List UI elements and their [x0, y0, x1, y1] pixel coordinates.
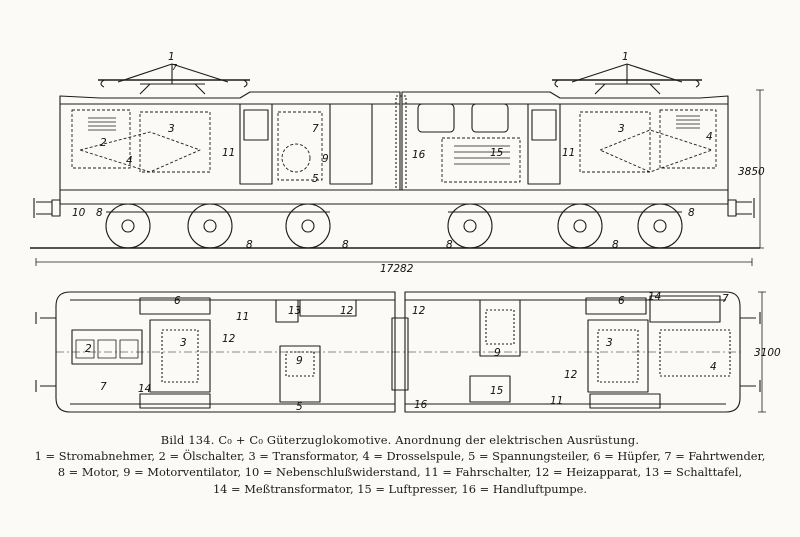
legend-item: 3 = Transformator,: [248, 449, 359, 464]
callout-5-plan: 5: [296, 401, 303, 413]
callout-1-left-sub: 7: [172, 63, 178, 72]
callout-12-plan-a: 12: [222, 333, 236, 345]
callout-8-side-c: 8: [342, 239, 349, 251]
callout-15-side: 15: [490, 147, 504, 159]
callout-9-plan-left: 9: [296, 355, 303, 367]
callout-8-side-f: 8: [688, 207, 695, 219]
callout-6-plan-right: 6: [618, 295, 625, 307]
callout-1-right: 1: [622, 51, 629, 63]
cab-door-left: [239, 103, 273, 185]
dimension-height: 3850: [738, 166, 765, 178]
callout-16-side: 16: [412, 149, 426, 161]
legend-item: 7 = Fahrtwender,: [664, 449, 766, 464]
legend-item: 10 = Nebenschlußwiderstand,: [244, 465, 421, 480]
callout-13-plan: 13: [288, 305, 301, 317]
callout-2-side: 2: [100, 137, 107, 149]
callout-12-plan-c: 12: [412, 305, 426, 317]
callout-14-plan-left: 14: [138, 383, 151, 395]
callout-11-plan-left: 11: [236, 311, 249, 323]
legend-item: 8 = Motor,: [57, 465, 120, 480]
wheels-right-bogie: [447, 203, 683, 249]
callout-12-plan-d: 12: [564, 369, 578, 381]
callout-12-plan-b: 12: [340, 305, 354, 317]
callout-8-side-e: 8: [612, 239, 619, 251]
callout-8-side-d: 8: [446, 239, 453, 251]
legend-item: 12 = Heizapparat,: [534, 465, 642, 480]
callout-9-plan-right: 9: [494, 347, 501, 359]
plan-view: [35, 291, 766, 413]
callout-3-plan-left: 3: [180, 337, 187, 349]
caption-title: Bild 134. C₀ + C₀ Güterzuglokomotive. An…: [160, 433, 640, 447]
legend-item: 6 = Hüpfer,: [593, 449, 661, 464]
callout-16-plan: 16: [414, 399, 428, 411]
callout-3-side-right: 3: [618, 123, 625, 135]
cab-door-right: [527, 103, 561, 185]
callout-11-plan-right: 11: [550, 395, 563, 407]
callout-11-side-left: 11: [222, 147, 235, 159]
legend-item: 5 = Spannungsteiler,: [468, 449, 590, 464]
body-right-half: [401, 91, 729, 191]
callout-7-plan-left: 7: [100, 381, 107, 393]
legend-item: 13 = Schalttafel,: [644, 465, 743, 480]
dimension-width: 3100: [754, 347, 781, 359]
plan-right-half: [404, 291, 741, 413]
callout-4-side-right: 4: [706, 131, 713, 143]
callout-11-side-right: 11: [562, 147, 575, 159]
callout-7-plan-right: 7: [722, 293, 729, 305]
callout-10-side: 10: [72, 207, 86, 219]
legend-item: 9 = Motorventilator,: [123, 465, 242, 480]
legend-item: 2 = Ölschalter,: [158, 449, 245, 464]
callout-14-plan-right: 14: [648, 291, 661, 303]
caption-legend: 1 = Stromabnehmer, 2 = Ölschalter, 3 = T…: [30, 448, 770, 497]
callout-6-plan-left: 6: [174, 295, 181, 307]
legend-item: 16 = Handluftpumpe.: [461, 481, 588, 496]
plan-left-half: [55, 291, 396, 413]
callout-9-side: 9: [322, 153, 329, 165]
callout-15-plan: 15: [490, 385, 504, 397]
callout-3-side-left: 3: [168, 123, 175, 135]
callout-8-side-b: 8: [246, 239, 253, 251]
legend-item: 15 = Luftpresser,: [357, 481, 458, 496]
callout-3-plan-right: 3: [606, 337, 613, 349]
figure-caption: Bild 134. C₀ + C₀ Güterzuglokomotive. An…: [30, 432, 770, 497]
callout-4-plan: 4: [710, 361, 717, 373]
callout-4-side-left: 4: [126, 155, 133, 167]
pantograph-left: [98, 63, 250, 95]
callout-8-side-a: 8: [96, 207, 103, 219]
legend-item: 4 = Drosselspule,: [362, 449, 465, 464]
locomotive-drawing: 1 1 7 2 3 3 4 4 5 7 8 8 8 8 8 8 9 10 11 …: [30, 51, 781, 413]
callout-1-left: 1: [168, 51, 175, 63]
side-elevation: [30, 63, 764, 266]
legend-item: 11 = Fahrschalter,: [424, 465, 532, 480]
legend-item: 14 = Meßtransformator,: [212, 481, 354, 496]
callout-7-side: 7: [312, 123, 319, 135]
dimension-overall-length: 17282: [380, 263, 414, 275]
body-left-half: [59, 91, 401, 191]
callout-5-side: 5: [312, 173, 319, 185]
callout-2-plan: 2: [85, 343, 92, 355]
legend-item: 1 = Stromabnehmer,: [34, 449, 156, 464]
wheels-left-bogie: [105, 203, 331, 249]
pantograph-right: [552, 63, 702, 95]
